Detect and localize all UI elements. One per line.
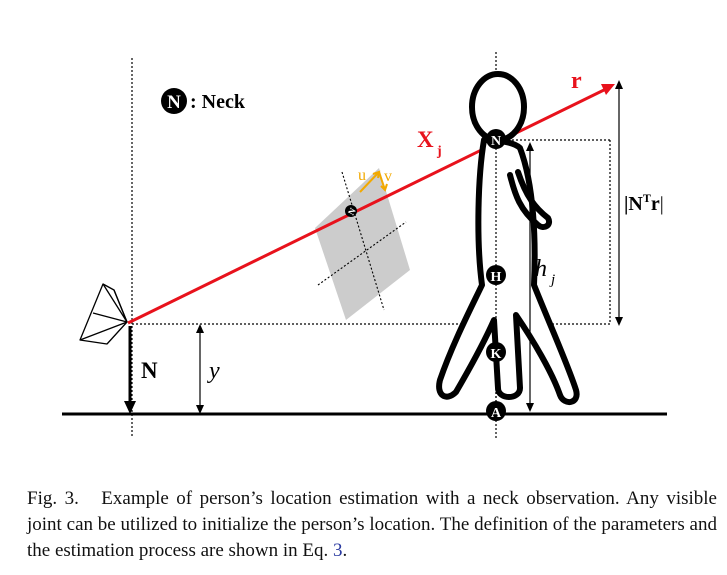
- u-label: u: [358, 167, 366, 184]
- ray-label-x-subscript: j: [436, 144, 442, 159]
- person-figure: [436, 71, 580, 405]
- height-label-h: h: [535, 256, 547, 282]
- image-plane: [315, 168, 410, 320]
- camera-height-arrow-top: [196, 324, 204, 333]
- h-j-arrow-top: [526, 142, 534, 151]
- image-plane-projection-glyph: N: [346, 206, 358, 217]
- caption-prefix: Fig. 3.: [27, 488, 79, 509]
- figure-caption: Fig. 3. Example of person’s location est…: [27, 486, 717, 564]
- height-label-h-subscript: j: [549, 272, 555, 288]
- projection-arrow-top: [615, 80, 623, 89]
- legend-neck-text: : Neck: [190, 91, 246, 113]
- joint-neck-marker: [486, 129, 506, 149]
- joint-hip-marker: [486, 265, 506, 285]
- legend-neck-glyph: N: [167, 92, 181, 113]
- camera-height-arrow-bottom: [196, 405, 204, 414]
- caption-eq-link[interactable]: 3: [333, 540, 343, 561]
- joint-knee-marker: [486, 342, 506, 362]
- ground-normal-arrowhead: [124, 401, 136, 414]
- ray-arrowhead: [601, 84, 615, 95]
- camera-icon: [79, 283, 128, 345]
- projection-label: |NTr|: [624, 191, 664, 215]
- ray-x-j: [127, 87, 607, 325]
- uv-vectors: [359, 170, 388, 193]
- v-label: v: [384, 168, 392, 185]
- joint-hip-label: H: [491, 270, 502, 285]
- projection-arrow-bottom: [615, 317, 623, 326]
- legend-neck: N : Neck: [161, 88, 246, 114]
- ray-label-r: r: [571, 68, 582, 94]
- h-j-arrow-bottom: [526, 403, 534, 412]
- caption-suffix: .: [342, 540, 348, 561]
- ray-label-x: X: [417, 127, 434, 152]
- legend-neck-marker: [161, 88, 187, 114]
- joint-knee-label: K: [491, 347, 502, 362]
- joint-neck-label: N: [491, 134, 501, 149]
- joint-ankle-label: A: [491, 406, 502, 421]
- ground-normal-label: N: [141, 358, 158, 383]
- caption-text: Example of person’s location estimation …: [27, 488, 717, 561]
- plane-axis-v: [341, 171, 385, 311]
- camera-height-label: y: [207, 358, 220, 384]
- image-plane-projection-marker: [345, 205, 357, 217]
- joint-ankle-marker: [486, 401, 506, 421]
- figure-diagram: N : Neck u v N X j r N H K: [62, 52, 667, 440]
